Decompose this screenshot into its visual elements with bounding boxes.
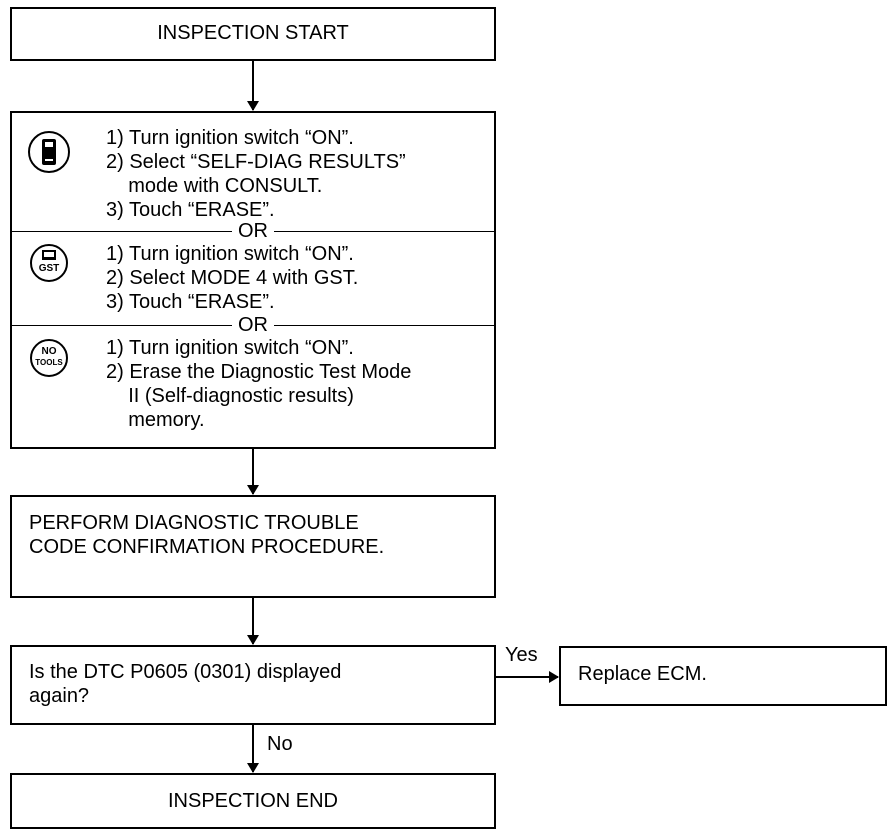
no-tools-icon-text-bottom: TOOLS (35, 358, 63, 367)
consult-step-2: 2) Select “SELF-DIAG RESULTS” (106, 151, 406, 173)
gst-step-3: 3) Touch “ERASE”. (106, 291, 275, 313)
no-tools-step-2-end: memory. (106, 409, 205, 431)
no-tools-icon: NO TOOLS (30, 339, 68, 377)
inspection-start-box: INSPECTION START (10, 7, 496, 61)
dtc-question-box: Is the DTC P0605 (0301) displayed again? (10, 645, 496, 725)
perform-line-2: CODE CONFIRMATION PROCEDURE. (29, 536, 385, 558)
or-label-2: OR (12, 314, 494, 336)
question-line-2: again? (29, 685, 90, 707)
replace-ecm-box: Replace ECM. (559, 646, 887, 706)
gst-step-1: 1) Turn ignition switch “ON”. (106, 243, 354, 265)
inspection-end-box: INSPECTION END (10, 773, 496, 829)
consult-step-2-cont: mode with CONSULT. (106, 175, 323, 197)
gst-icon-text: GST (38, 263, 60, 274)
consult-step-1: 1) Turn ignition switch “ON”. (106, 127, 354, 149)
perform-line-1: PERFORM DIAGNOSTIC TROUBLE (29, 512, 359, 534)
question-line-1: Is the DTC P0605 (0301) displayed (29, 661, 342, 683)
or-text-1: OR (232, 220, 274, 242)
or-label-1: OR (12, 220, 494, 242)
inspection-end-label: INSPECTION END (167, 790, 339, 812)
or-text-2: OR (232, 314, 274, 336)
no-tools-icon-text-top: NO (41, 346, 57, 357)
consult-step-3: 3) Touch “ERASE”. (106, 199, 275, 221)
gst-tool-icon: GST (30, 244, 68, 282)
yes-label: Yes (505, 644, 538, 666)
inspection-start-label: INSPECTION START (157, 22, 349, 44)
gst-step-2: 2) Select MODE 4 with GST. (106, 267, 359, 289)
replace-ecm-label: Replace ECM. (578, 663, 707, 685)
no-label: No (267, 733, 293, 755)
no-tools-step-2-cont: II (Self-diagnostic results) (106, 385, 354, 407)
no-tools-step-1: 1) Turn ignition switch “ON”. (106, 337, 354, 359)
perform-dtc-confirmation-box: PERFORM DIAGNOSTIC TROUBLE CODE CONFIRMA… (10, 495, 496, 598)
erase-procedure-box: 1) Turn ignition switch “ON”. 2) Select … (10, 111, 496, 449)
consult-tool-icon (28, 131, 70, 173)
no-tools-step-2: 2) Erase the Diagnostic Test Mode (106, 361, 412, 383)
